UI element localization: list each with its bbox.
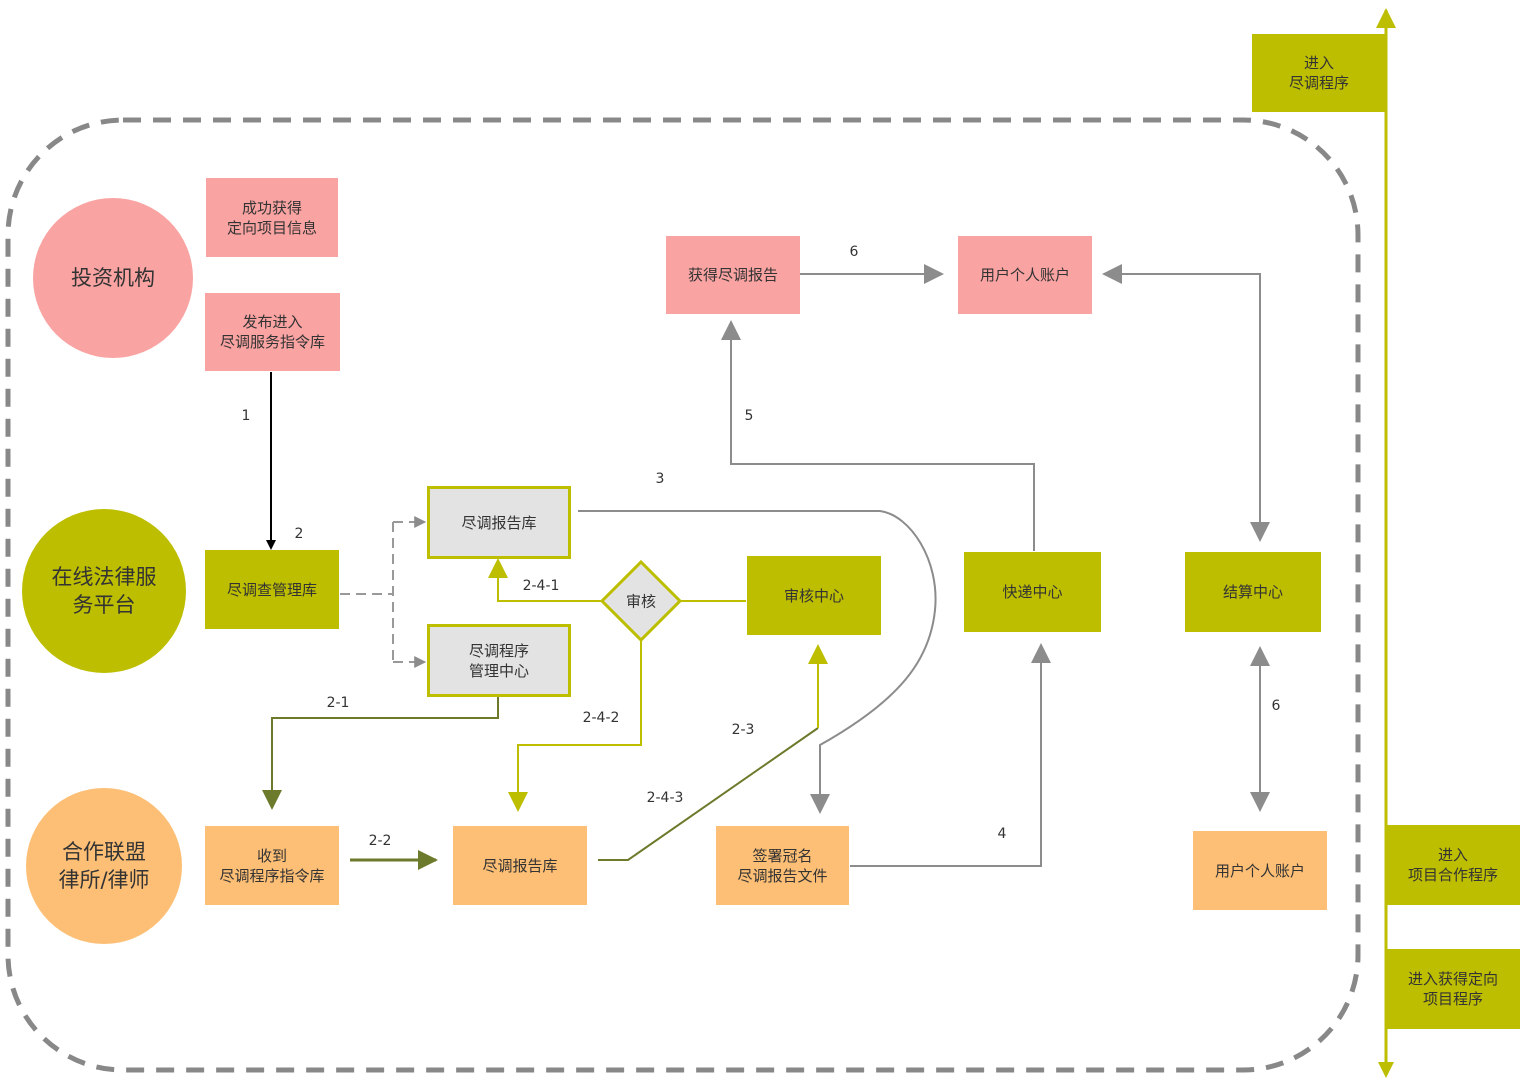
node-signed-report: 签署冠名 尽调报告文件: [716, 826, 849, 905]
node-procedure-center: 尽调程序 管理中心: [427, 624, 571, 697]
edge-label-6-top: 6: [849, 244, 859, 260]
node-publish-instruction: 发布进入 尽调服务指令库: [205, 293, 340, 371]
edge-3: [578, 510, 937, 814]
edge-label-2-3: 2-3: [731, 722, 755, 738]
edge-label-5: 5: [744, 408, 754, 424]
boundary-dashed: [5, 117, 1361, 1073]
node-report-lib-gray: 尽调报告库: [427, 486, 571, 559]
timeline-enter-cooperation: 进入 项目合作程序: [1386, 825, 1520, 905]
node-settlement-center: 结算中心: [1185, 552, 1321, 632]
edge-label-6-side: 6: [1271, 698, 1281, 714]
edge-label-2-2: 2-2: [368, 833, 392, 849]
edge-label-3: 3: [655, 471, 665, 487]
node-success-info: 成功获得 定向项目信息: [206, 178, 338, 257]
edge-2-4-2: [508, 640, 642, 812]
edge-label-2-4-1: 2-4-1: [522, 578, 560, 594]
timeline-bottom-arrow: [1378, 1062, 1394, 1078]
review-diamond-shape: [599, 559, 683, 643]
timeline-enter-dd: 进入 尽调程序: [1252, 34, 1386, 112]
edge-label-2-1: 2-1: [326, 695, 350, 711]
node-express-center: 快递中心: [964, 552, 1101, 632]
edge-account-settlement-head: [1250, 522, 1270, 542]
node-user-account-bottom: 用户个人账户: [1193, 831, 1327, 910]
edge-account-settlement: [1102, 264, 1261, 540]
node-report-lib-orange: 尽调报告库: [453, 826, 587, 905]
edge-6-side-head: [1250, 646, 1270, 666]
edge-label-4: 4: [997, 826, 1007, 842]
node-get-report: 获得尽调报告: [666, 236, 800, 314]
node-review-center: 审核中心: [747, 556, 881, 635]
edge-5: [721, 320, 1035, 551]
edge-label-2-4-3: 2-4-3: [646, 790, 684, 806]
node-receive-instruction: 收到 尽调程序指令库: [205, 826, 339, 905]
actor-investor: 投资机构: [33, 198, 193, 358]
review-diamond-label: 审核: [625, 592, 657, 611]
node-dd-management-lib: 尽调查管理库: [205, 550, 339, 629]
actor-alliance: 合作联盟 律所/律师: [26, 788, 182, 944]
edge-4: [850, 643, 1051, 867]
timeline-enter-targeted: 进入获得定向 项目程序: [1386, 949, 1520, 1029]
edge-2-1: [262, 697, 499, 810]
edge-label-2: 2: [294, 526, 304, 542]
actor-platform: 在线法律服 务平台: [22, 509, 186, 673]
edge-2-4-3: [598, 727, 819, 861]
edge-label-1: 1: [241, 408, 251, 424]
edge-label-2-4-2: 2-4-2: [582, 710, 620, 726]
node-user-account-top: 用户个人账户: [958, 236, 1092, 314]
edge-mgmt-dashed: [340, 522, 394, 662]
edge-2-4-1: [488, 558, 603, 602]
